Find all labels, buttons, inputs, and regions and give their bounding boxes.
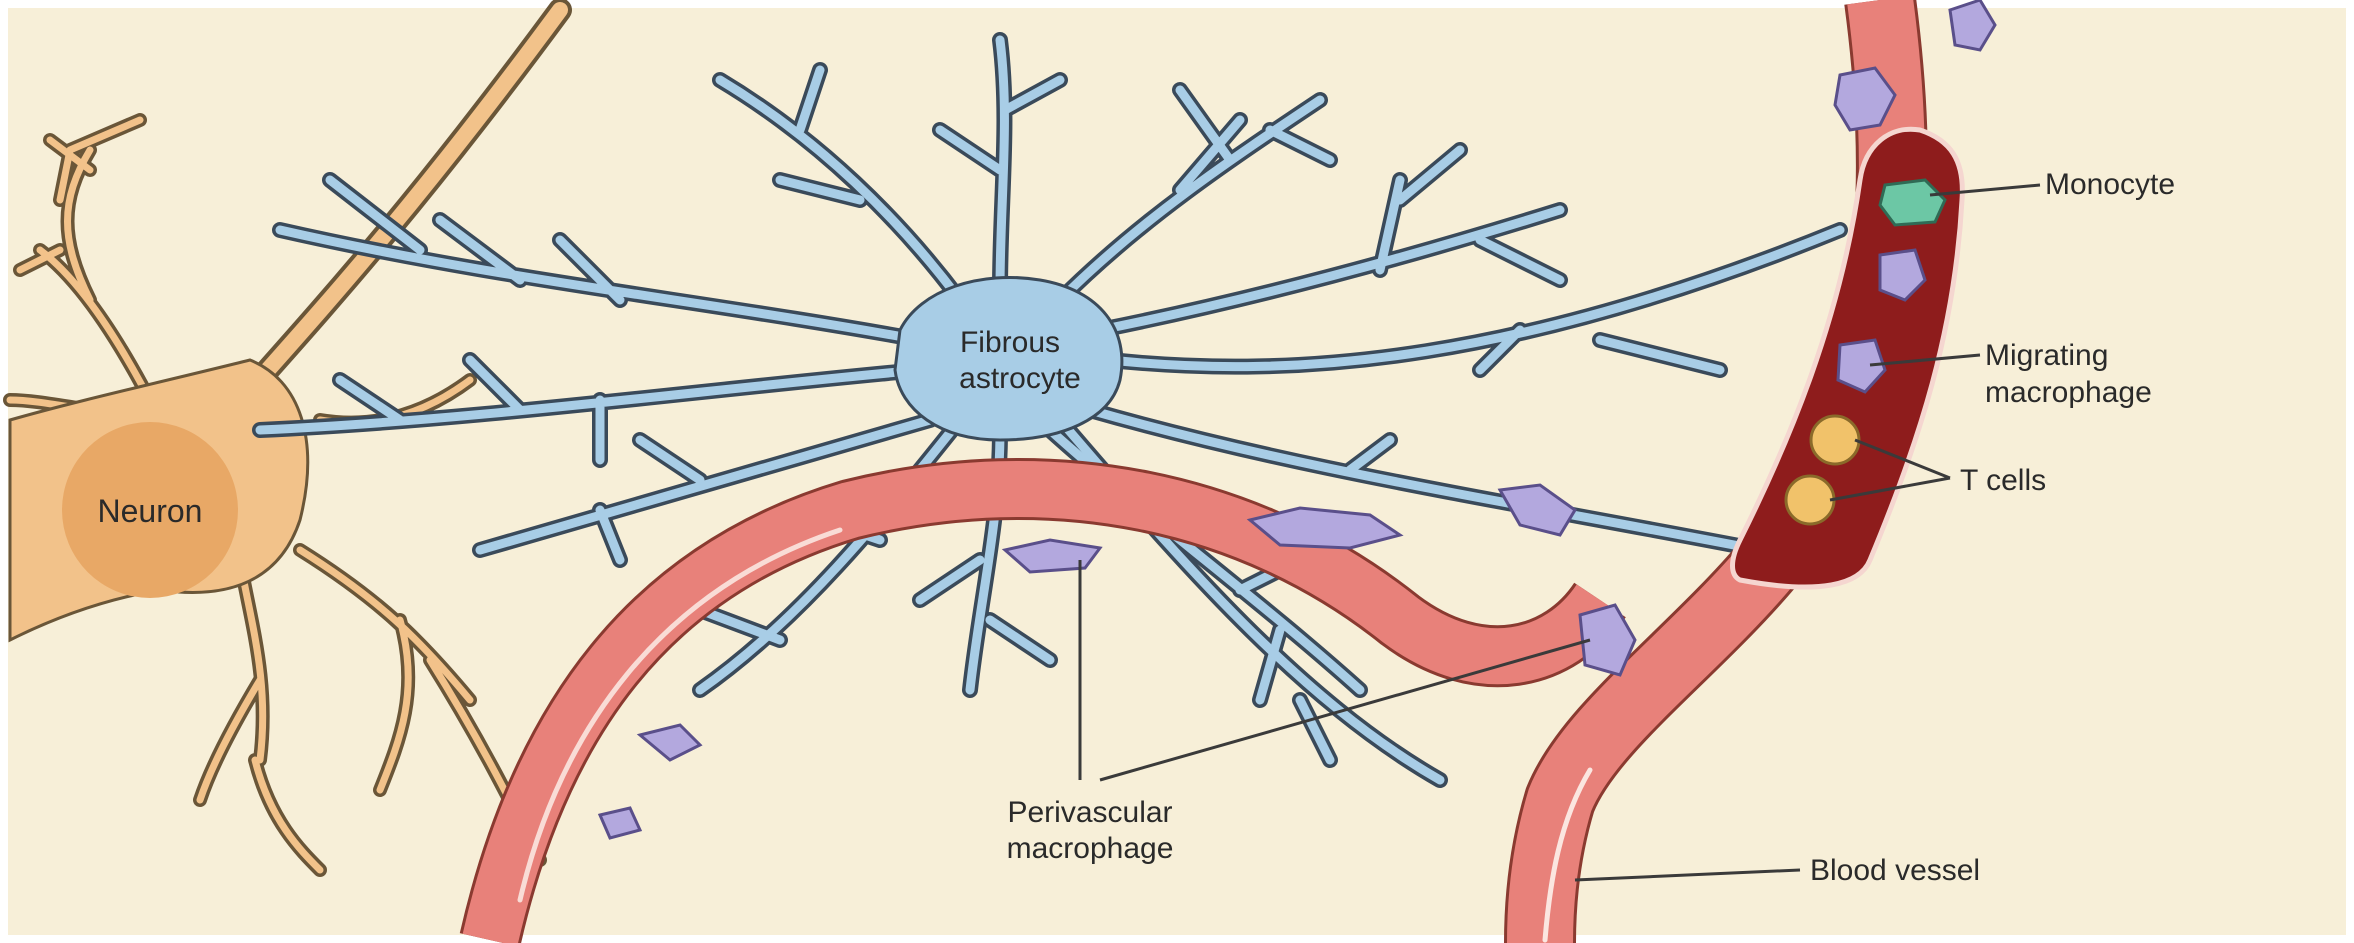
astrocyte-label-line1: Fibrous [960, 326, 1060, 359]
perivascular-macrophage-label-line2: macrophage [1007, 832, 1174, 865]
astrocyte-label-line2: astrocyte [959, 362, 1081, 395]
blood-vessel-label: Blood vessel [1810, 854, 1980, 887]
neuron-label: Neuron [98, 493, 203, 529]
t-cells-label: T cells [1960, 464, 2046, 497]
migrating-macrophage-label-line1: Migrating [1985, 339, 2108, 372]
perivascular-macrophage-label-line1: Perivascular [1007, 796, 1172, 829]
t-cell [1786, 476, 1834, 524]
migrating-macrophage-label-line2: macrophage [1985, 376, 2152, 409]
monocyte-label: Monocyte [2045, 168, 2175, 201]
t-cell [1811, 416, 1859, 464]
